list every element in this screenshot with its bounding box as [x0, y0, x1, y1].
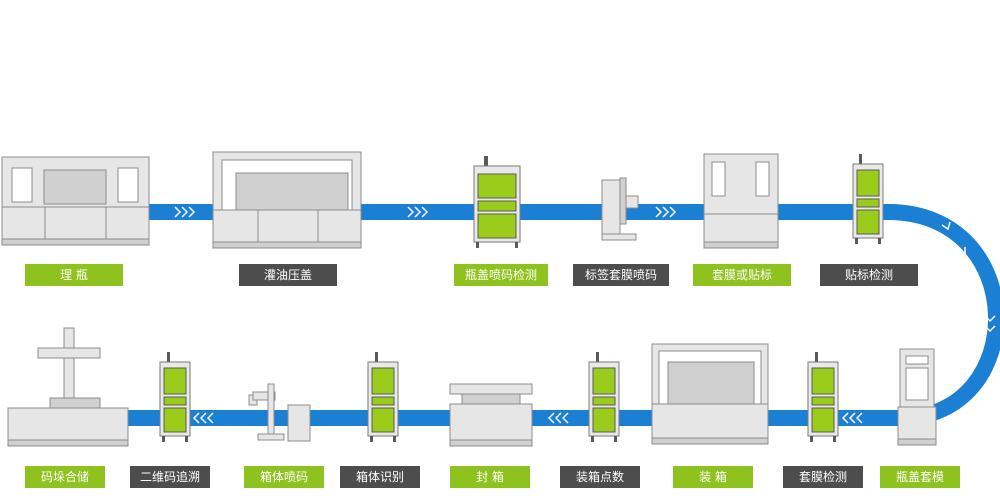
chevrons-4-5 — [655, 206, 677, 218]
flow-arrows — [174, 206, 996, 424]
step-label-3: 瓶盖喷码检测 — [454, 264, 548, 286]
chevrons-1-2 — [174, 206, 196, 218]
step-label-5: 套膜或贴标 — [693, 264, 791, 286]
step-label-12: 箱体识别 — [340, 466, 420, 488]
machine-case-count — [588, 352, 620, 442]
step-label-15: 码垛合储 — [25, 466, 105, 488]
machine-sleeve-inspection — [807, 352, 839, 442]
machine-label-inspection — [852, 154, 884, 244]
step-label-8: 套膜检测 — [783, 466, 863, 488]
step-label-4: 标签套膜喷码 — [573, 264, 669, 286]
step-label-2: 灌油压盖 — [239, 264, 337, 286]
machine-case-identification — [367, 352, 399, 442]
step-label-10: 装箱点数 — [560, 466, 640, 488]
step-label-9: 装 箱 — [673, 466, 753, 488]
chevrons-bottom-mid — [547, 412, 569, 424]
machine-palletizer — [7, 327, 129, 447]
step-label-1: 理 瓶 — [25, 264, 123, 286]
conveyor-return-curve — [887, 204, 1000, 426]
step-label-13: 箱体喷码 — [244, 466, 324, 488]
machine-case-coder — [248, 383, 311, 442]
chevrons-curve — [941, 221, 996, 333]
machine-label-coding — [601, 177, 639, 241]
chevrons-bottom-right — [841, 412, 863, 424]
chevrons-2-3 — [407, 206, 429, 218]
machine-case-sealer — [449, 383, 533, 447]
step-label-7: 瓶盖套模 — [880, 466, 960, 488]
machine-sleeving-labeling — [703, 153, 779, 249]
machine-case-packer — [651, 343, 769, 445]
machine-cap-code-inspection — [473, 156, 521, 248]
step-label-14: 二维码追溯 — [130, 466, 210, 488]
machine-filling-capping — [212, 151, 362, 249]
chevrons-bottom-left — [192, 412, 214, 424]
step-label-6: 贴标检测 — [820, 264, 918, 286]
machine-qr-trace — [159, 352, 191, 442]
step-label-11: 封 箱 — [450, 466, 530, 488]
machine-bottle-unscrambler — [1, 156, 150, 246]
machine-cap-sleeve — [897, 348, 937, 446]
